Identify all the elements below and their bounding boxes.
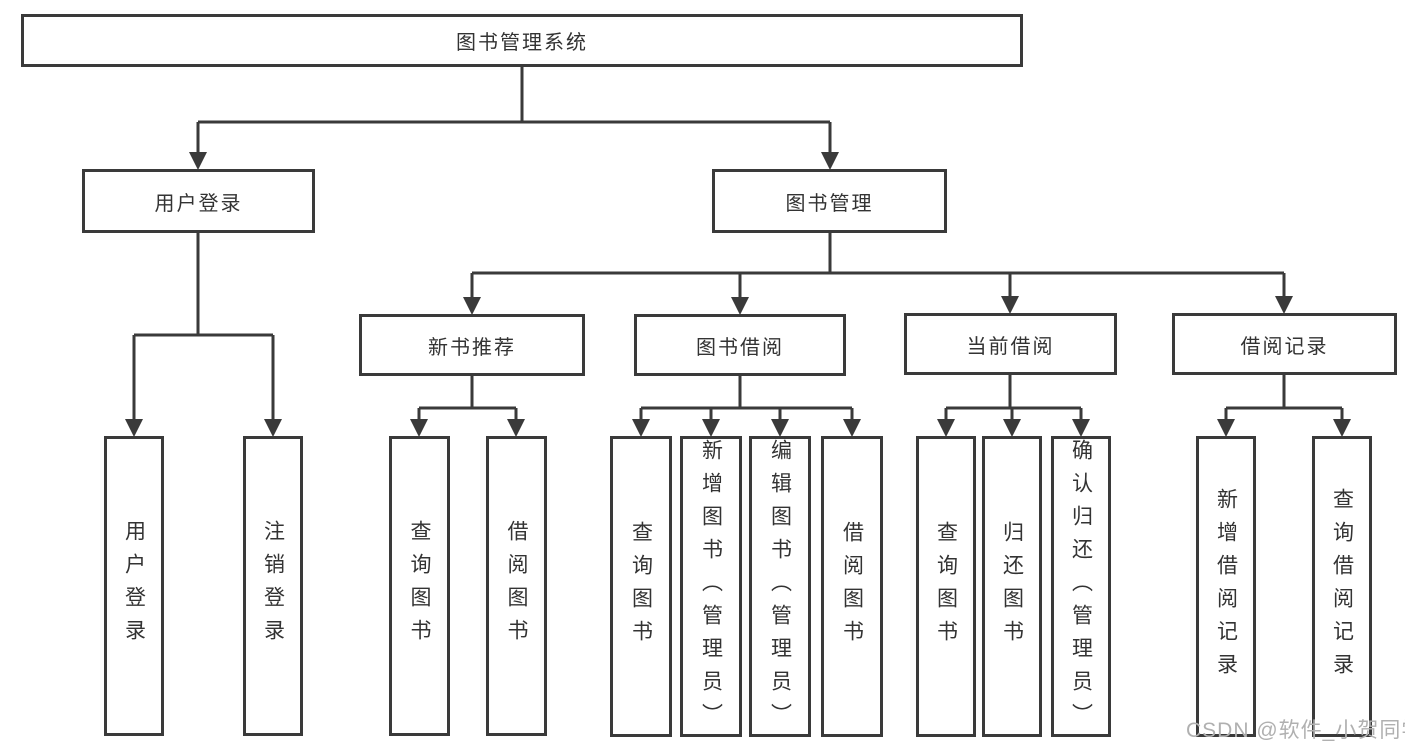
arrow-down-icon: [463, 297, 481, 315]
leaf-query-books-current: 查询图书: [916, 436, 976, 737]
leaf-query-books-recommend: 查询图书: [389, 436, 450, 736]
arrow-down-icon: [1217, 419, 1235, 437]
arrow-down-icon: [507, 419, 525, 437]
node-current-borrow: 当前借阅: [904, 313, 1117, 375]
arrow-down-icon: [410, 419, 428, 437]
arrow-down-icon: [1333, 419, 1351, 437]
leaf-borrow-books-borrow: 借阅图书: [821, 436, 883, 737]
arrow-down-icon: [125, 419, 143, 437]
node-root-library-system: 图书管理系统: [21, 14, 1023, 67]
arrow-down-icon: [843, 419, 861, 437]
node-new-book-recommend: 新书推荐: [359, 314, 585, 376]
node-book-management: 图书管理: [712, 169, 947, 233]
arrow-down-icon: [702, 419, 720, 437]
leaf-add-books-admin: 新增图书（管理员）: [680, 436, 742, 737]
leaf-logout: 注销登录: [243, 436, 303, 736]
leaf-confirm-return-admin: 确认归还（管理员）: [1051, 436, 1111, 737]
node-book-borrow: 图书借阅: [634, 314, 846, 376]
arrow-down-icon: [264, 419, 282, 437]
arrow-down-icon: [632, 419, 650, 437]
arrow-down-icon: [1072, 419, 1090, 437]
leaf-edit-books-admin: 编辑图书（管理员）: [749, 436, 811, 737]
arrow-down-icon: [937, 419, 955, 437]
leaf-add-borrow-record: 新增借阅记录: [1196, 436, 1256, 737]
arrowheads: [125, 152, 1351, 437]
node-user-login: 用户登录: [82, 169, 315, 233]
csdn-watermark: CSDN @软件_小贺同学: [1186, 719, 1405, 742]
arrow-down-icon: [189, 152, 207, 170]
leaf-query-books-borrow: 查询图书: [610, 436, 672, 737]
arrow-down-icon: [1275, 296, 1293, 314]
arrow-down-icon: [1003, 419, 1021, 437]
leaf-user-login: 用户登录: [104, 436, 164, 736]
node-borrow-records: 借阅记录: [1172, 313, 1397, 375]
arrow-down-icon: [821, 152, 839, 170]
arrow-down-icon: [1001, 296, 1019, 314]
leaf-return-books: 归还图书: [982, 436, 1042, 737]
leaf-query-borrow-record: 查询借阅记录: [1312, 436, 1372, 737]
leaf-borrow-books-recommend: 借阅图书: [486, 436, 547, 736]
arrow-down-icon: [771, 419, 789, 437]
arrow-down-icon: [731, 297, 749, 315]
